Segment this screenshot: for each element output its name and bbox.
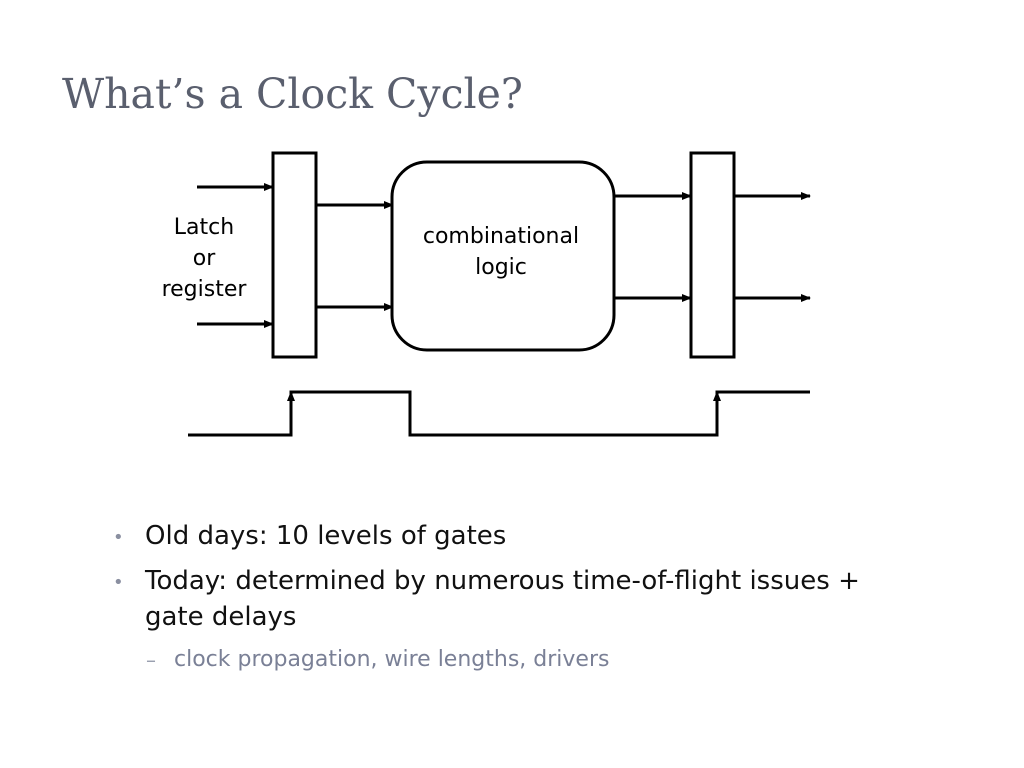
register-label-line3: register bbox=[162, 277, 248, 302]
bullet-marker: • bbox=[113, 527, 124, 548]
logic-label-line2: logic bbox=[475, 255, 527, 280]
bullet-marker: • bbox=[113, 572, 124, 593]
bullet-item-line2: gate delays bbox=[145, 602, 297, 632]
register-label-line2: or bbox=[193, 246, 216, 271]
bullet-item-line1: Today: determined by numerous time-of-fl… bbox=[145, 566, 860, 596]
slide-title: What’s a Clock Cycle? bbox=[62, 70, 523, 118]
combinational-logic-block bbox=[390, 160, 616, 352]
right-register bbox=[689, 151, 736, 359]
subbullet-item: clock propagation, wire lengths, drivers bbox=[174, 647, 610, 672]
logic-label-line1: combinational bbox=[423, 224, 579, 249]
register-label-line1: Latch bbox=[174, 215, 234, 240]
left-register bbox=[271, 151, 318, 359]
subbullet-marker: – bbox=[146, 648, 156, 672]
bullet-item: Old days: 10 levels of gates bbox=[145, 521, 507, 551]
